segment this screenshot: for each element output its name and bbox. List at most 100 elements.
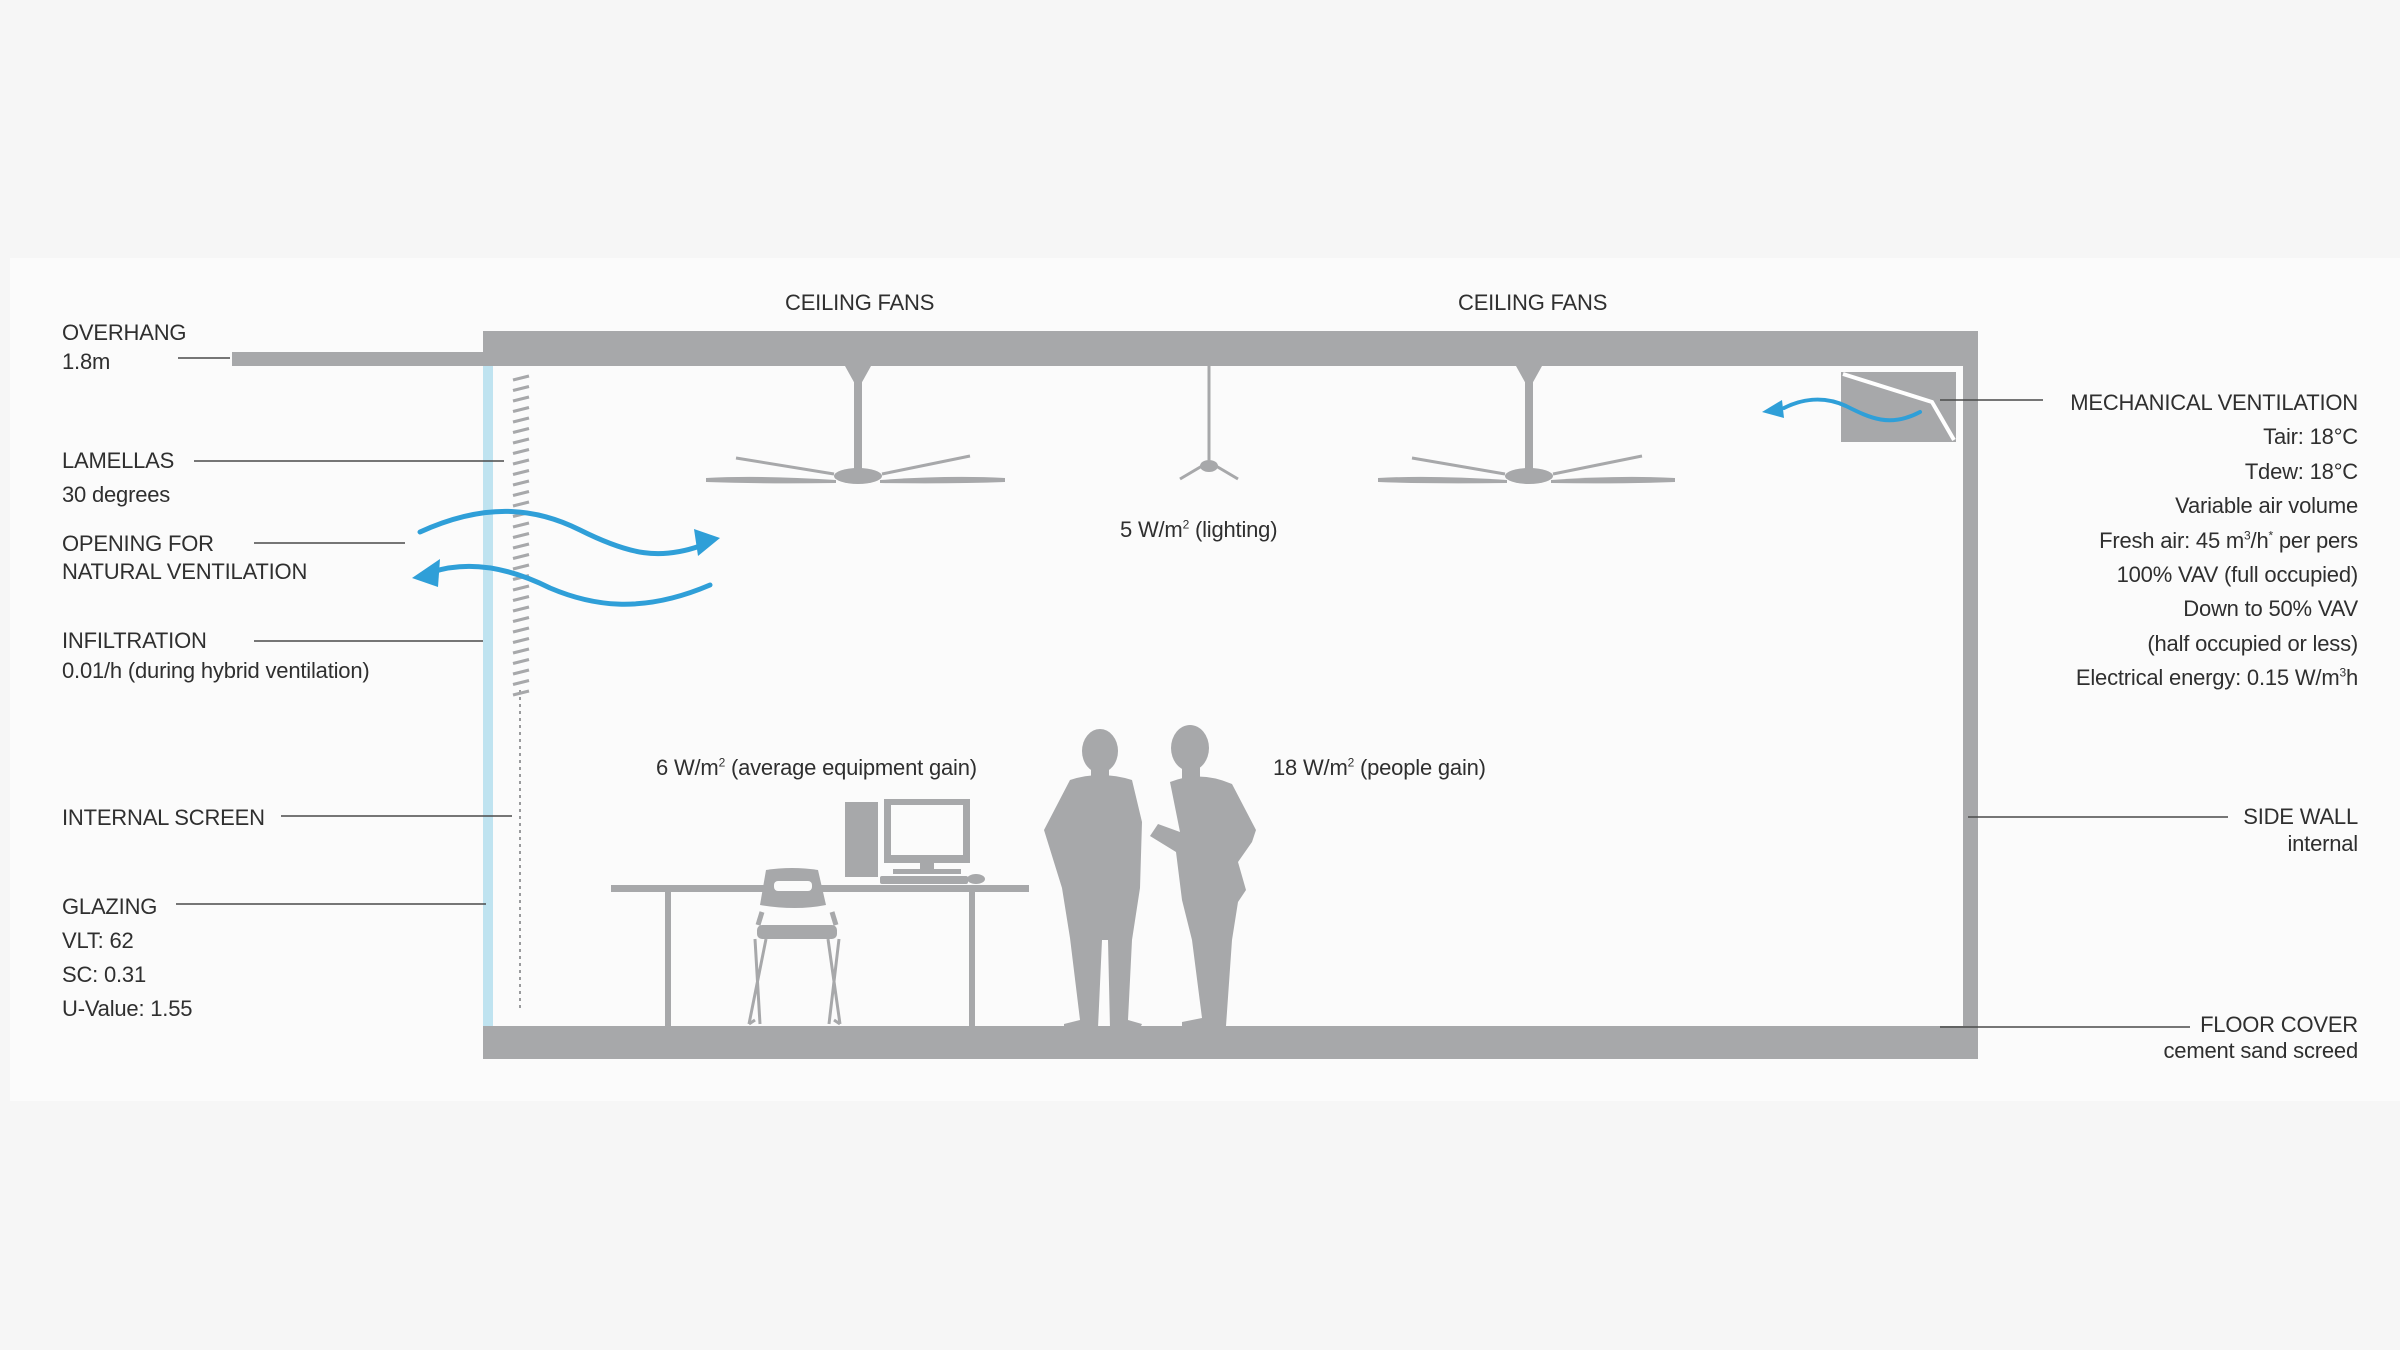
ceiling-fan-icon bbox=[1378, 366, 1675, 484]
desk-icon bbox=[611, 885, 1029, 1026]
elec-exp: 3 bbox=[2339, 665, 2346, 680]
glazing-sc: SC: 0.31 bbox=[62, 962, 147, 987]
lamella-slat bbox=[512, 563, 530, 571]
lamellas-detail: 30 degrees bbox=[62, 482, 171, 507]
glazing-uvalue: U-Value: 1.55 bbox=[62, 996, 193, 1021]
lamella-slat bbox=[512, 542, 530, 550]
ceiling-fans-label-left: CEILING FANS bbox=[785, 290, 935, 315]
lamella-slat bbox=[512, 490, 530, 497]
leader-lines bbox=[176, 357, 2228, 1028]
airflow-arrow-icon bbox=[417, 508, 703, 557]
lamella-slat bbox=[512, 385, 530, 392]
overhang-title: OVERHANG bbox=[62, 320, 187, 345]
mech-title: MECHANICAL VENTILATION bbox=[2070, 390, 2358, 415]
equipment-exponent: 2 bbox=[718, 755, 726, 770]
fresh-exp1: 3 bbox=[2244, 528, 2251, 543]
side-wall-label: SIDE WALL internal bbox=[2243, 803, 2358, 857]
lamella-slat bbox=[512, 689, 530, 697]
lamella-slat bbox=[512, 416, 530, 424]
lighting-exponent: 2 bbox=[1182, 517, 1190, 532]
side-wall-title: SIDE WALL bbox=[2243, 804, 2358, 829]
lamella-slat bbox=[512, 647, 530, 655]
lamella-slat bbox=[512, 427, 530, 434]
lamella-slat bbox=[512, 679, 530, 686]
lighting-suffix: (lighting) bbox=[1189, 517, 1278, 542]
lamella-slat bbox=[512, 374, 530, 382]
infiltration-detail: 0.01/h (during hybrid ventilation) bbox=[62, 658, 370, 683]
lamella-slat bbox=[512, 532, 530, 539]
fresh-exp2: * bbox=[2268, 528, 2273, 543]
lamella-slat bbox=[512, 437, 530, 445]
lamella-slat bbox=[512, 395, 530, 403]
infiltration-title: INFILTRATION bbox=[62, 628, 207, 653]
lamella-slat bbox=[512, 469, 530, 476]
equipment-gain-label: 6 W/m2 (average equipment gain) bbox=[656, 753, 977, 783]
lamella-slat bbox=[512, 605, 530, 613]
opening-label: OPENING FOR NATURAL VENTILATION bbox=[62, 530, 307, 586]
elec-a: Electrical energy: 0.15 W/m bbox=[2075, 665, 2340, 691]
opening-detail: NATURAL VENTILATION bbox=[62, 559, 308, 584]
lamella-slat bbox=[512, 458, 530, 466]
lamella-slat bbox=[512, 658, 530, 665]
ceiling-slab bbox=[483, 331, 1978, 366]
lamella-slat bbox=[512, 521, 530, 529]
mech-tair: Tair: 18°C bbox=[2263, 424, 2358, 450]
people-value: 18 W/m bbox=[1273, 755, 1348, 780]
airflow-arrow-icon bbox=[412, 559, 440, 587]
fresh-a: Fresh air: 45 m bbox=[2099, 527, 2245, 553]
lighting-gain-label: 5 W/m2 (lighting) bbox=[1120, 515, 1278, 545]
airflow-arrow-icon bbox=[694, 529, 720, 556]
lamella-slat bbox=[512, 584, 530, 592]
lighting-value: 5 W/m bbox=[1120, 517, 1183, 542]
mech-half: (half occupied or less) bbox=[2147, 630, 2358, 656]
lamella-slat bbox=[512, 479, 530, 487]
lamella-slat bbox=[512, 637, 530, 644]
elec-b: h bbox=[2345, 665, 2358, 691]
lamellas-title: LAMELLAS bbox=[62, 448, 175, 473]
ceiling-fans-label-right: CEILING FANS bbox=[1458, 290, 1608, 315]
ventilation-unit-icon bbox=[1841, 372, 1956, 442]
equipment-value: 6 W/m bbox=[656, 755, 719, 780]
lamella-slat bbox=[512, 595, 530, 602]
side-wall bbox=[1963, 331, 1978, 1059]
lamella-slat bbox=[512, 626, 530, 634]
side-wall-detail: internal bbox=[2287, 831, 2358, 856]
lamella-slat bbox=[512, 668, 530, 676]
airflow-arrow-icon bbox=[1782, 397, 1922, 423]
lamella-slat bbox=[512, 616, 530, 623]
mechanical-ventilation-label: MECHANICAL VENTILATION Tair: 18°C Tdew: … bbox=[2070, 386, 2358, 696]
airflow-arrow-icon bbox=[429, 563, 713, 607]
fresh-c: per pers bbox=[2272, 527, 2358, 553]
glazing-pane bbox=[483, 366, 493, 1026]
lamella-slat bbox=[512, 500, 530, 508]
people-gain-label: 18 W/m2 (people gain) bbox=[1273, 753, 1486, 783]
floor-title: FLOOR COVER bbox=[2200, 1012, 2358, 1037]
airflow-arrow-icon bbox=[1762, 400, 1784, 418]
pendant-light-icon bbox=[1179, 366, 1239, 481]
infiltration-label: INFILTRATION 0.01/h (during hybrid venti… bbox=[62, 626, 370, 686]
fresh-b: /h bbox=[2250, 527, 2269, 553]
mech-vav: Variable air volume bbox=[2175, 493, 2358, 519]
mech-fresh-air: Fresh air: 45 m3/h* per pers bbox=[2070, 524, 2358, 558]
people-suffix: (people gain) bbox=[1354, 755, 1486, 780]
mech-tdew: Tdew: 18°C bbox=[2244, 458, 2358, 484]
glazing-label: GLAZING VLT: 62 SC: 0.31 U-Value: 1.55 bbox=[62, 890, 192, 1026]
glazing-vlt: VLT: 62 bbox=[62, 928, 134, 953]
ceiling-fan-icon bbox=[706, 366, 1005, 484]
overhang-label: OVERHANG 1.8m bbox=[62, 318, 187, 376]
overhang bbox=[232, 352, 486, 366]
people-silhouette-icon bbox=[1044, 725, 1256, 1028]
lamella-slat bbox=[512, 406, 530, 413]
computer-icon bbox=[845, 799, 985, 884]
lamellas-label: LAMELLAS 30 degrees bbox=[62, 444, 174, 512]
room-structure bbox=[232, 331, 1978, 1059]
mech-electrical: Electrical energy: 0.15 W/m3h bbox=[2070, 661, 2358, 695]
glazing-title: GLAZING bbox=[62, 894, 158, 919]
floor-cover-label: FLOOR COVER cement sand screed bbox=[2163, 1012, 2358, 1064]
lamellas-louvres bbox=[512, 374, 530, 697]
overhang-detail: 1.8m bbox=[62, 349, 111, 374]
mech-down: Down to 50% VAV bbox=[2183, 596, 2358, 622]
equipment-suffix: (average equipment gain) bbox=[725, 755, 977, 780]
opening-title: OPENING FOR bbox=[62, 531, 214, 556]
